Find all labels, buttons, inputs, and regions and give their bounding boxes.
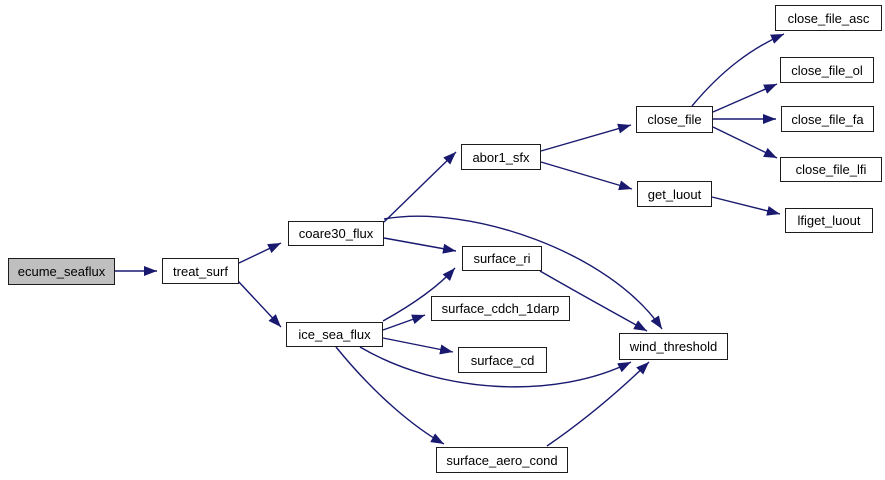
- node-abor1-sfx[interactable]: abor1_sfx: [461, 144, 541, 170]
- edge-treat_surf-to-ice_sea_flux: [237, 280, 282, 328]
- node-surface-ri[interactable]: surface_ri: [462, 246, 542, 271]
- node-get-luout[interactable]: get_luout: [637, 181, 712, 207]
- edge-ice_sea_flux-to-surface_cdch_1darp: [382, 314, 426, 331]
- node-ecume-seaflux[interactable]: ecume_seaflux: [8, 258, 115, 285]
- node-lfiget-luout[interactable]: lfiget_luout: [785, 208, 873, 233]
- node-coare30-flux[interactable]: coare30_flux: [288, 221, 384, 246]
- node-close-file-ol[interactable]: close_file_ol: [780, 57, 874, 83]
- edge-treat_surf-to-coare30_flux: [238, 242, 282, 264]
- edge-get_luout-to-lfiget_luout: [711, 196, 781, 216]
- edge-coare30_flux-to-surface_ri: [383, 237, 457, 254]
- edge-surface_ri-to-wind_threshold: [539, 270, 648, 332]
- edge-coare30_flux-to-abor1_sfx: [383, 151, 457, 223]
- edge-close_file-to-close_file_asc: [691, 33, 785, 107]
- edge-ice_sea_flux-to-surface_cd: [382, 337, 454, 355]
- node-wind-threshold[interactable]: wind_threshold: [619, 333, 728, 360]
- node-surface-cd[interactable]: surface_cd: [458, 347, 547, 373]
- edge-coare30_flux-to-wind_threshold: [383, 215, 663, 330]
- edge-abor1_sfx-to-close_file: [540, 123, 632, 152]
- edge-ice_sea_flux-to-surface_aero_cond: [335, 346, 445, 445]
- edge-surface_aero_cond-to-wind_threshold: [546, 361, 650, 447]
- node-close-file-asc[interactable]: close_file_asc: [775, 5, 882, 31]
- node-surface-aero-cond[interactable]: surface_aero_cond: [436, 447, 568, 473]
- node-close-file[interactable]: close_file: [636, 106, 713, 133]
- node-treat-surf[interactable]: treat_surf: [162, 258, 239, 284]
- node-ice-sea-flux[interactable]: ice_sea_flux: [286, 322, 383, 347]
- edge-close_file-to-close_file_lfi: [712, 126, 778, 159]
- node-close-file-fa[interactable]: close_file_fa: [781, 106, 874, 132]
- edge-abor1_sfx-to-get_luout: [540, 161, 633, 191]
- node-surface-cdch-1darp[interactable]: surface_cdch_1darp: [431, 296, 570, 321]
- node-close-file-lfi[interactable]: close_file_lfi: [780, 157, 882, 182]
- edge-ice_sea_flux-to-surface_ri: [382, 267, 456, 322]
- edge-close_file-to-close_file_ol: [712, 83, 778, 113]
- edge-ice_sea_flux-to-wind_threshold: [359, 346, 632, 388]
